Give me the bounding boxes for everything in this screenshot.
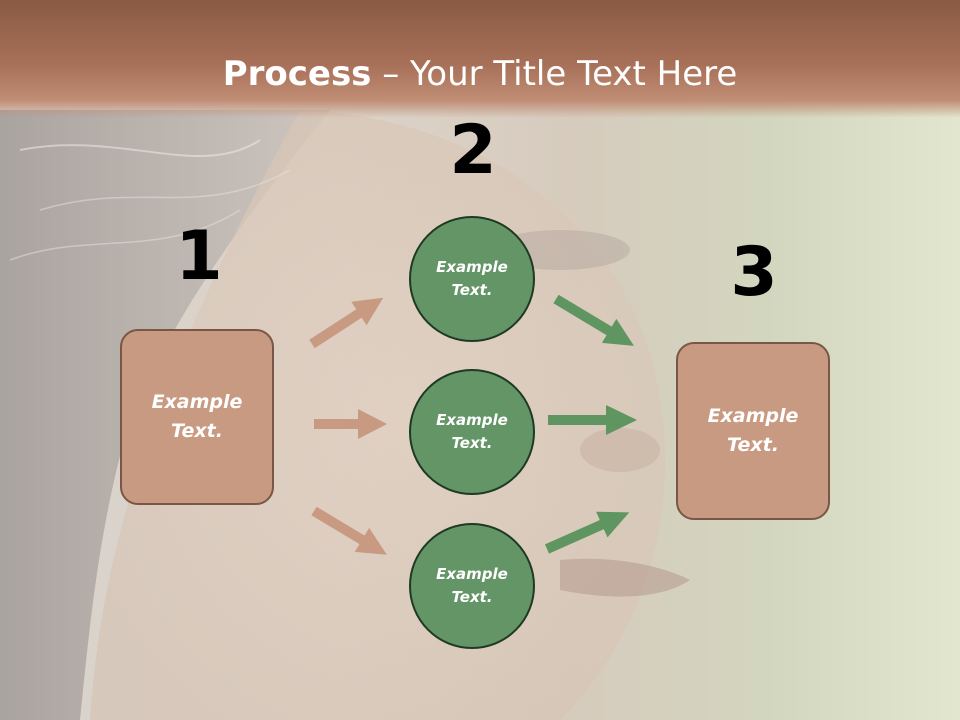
step-number-2: 2 (449, 111, 497, 190)
arrow-left-middle (314, 409, 387, 439)
right-box: Example Text. (676, 342, 830, 520)
left-arrows (309, 297, 387, 555)
circle-top: Example Text. (409, 216, 535, 342)
arrow-right-upper (553, 294, 635, 346)
circle-middle-text: Example Text. (436, 411, 508, 452)
right-arrows (544, 294, 637, 554)
left-box-text: Example Text. (151, 391, 243, 442)
circle-top-text: Example Text. (436, 258, 508, 299)
title-bold: Process (222, 54, 372, 94)
arrow-right-lower (544, 511, 630, 554)
step-number-3: 3 (730, 233, 778, 312)
arrow-right-middle (548, 405, 637, 435)
arrow-left-upper (309, 297, 384, 349)
arrow-left-lower (311, 506, 387, 555)
circle-bottom-text: Example Text. (436, 565, 508, 606)
left-box: Example Text. (120, 329, 274, 505)
step-number-1: 1 (175, 217, 223, 296)
title-rest: – Your Title Text Here (371, 54, 738, 94)
slide-title: Process – Your Title Text Here (0, 52, 960, 96)
title-bar (0, 0, 960, 118)
circle-middle: Example Text. (409, 369, 535, 495)
circle-bottom: Example Text. (409, 523, 535, 649)
right-box-text: Example Text. (707, 405, 799, 456)
